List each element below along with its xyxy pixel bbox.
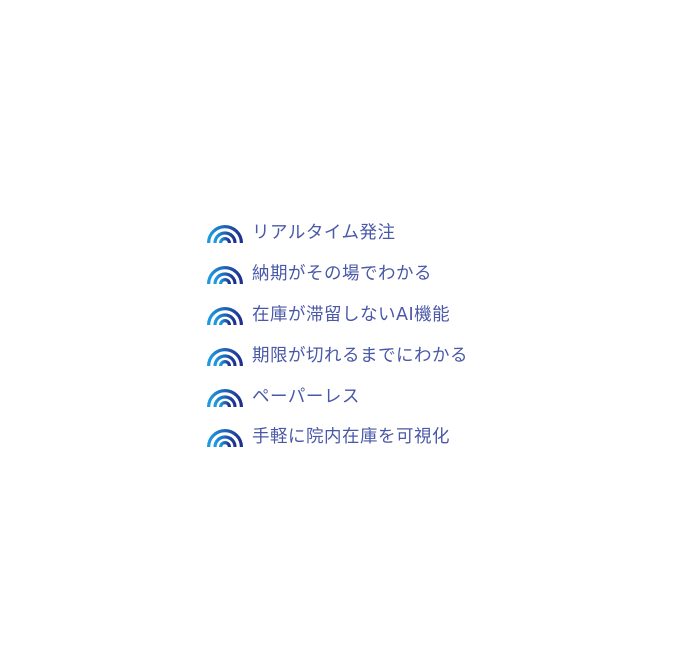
feature-item: 手軽に院内在庫を可視化: [206, 421, 468, 462]
feature-item: 在庫が滞留しないAI機能: [206, 299, 468, 340]
arc-icon: [207, 347, 243, 366]
feature-item: ペーパーレス: [206, 380, 468, 421]
arc-icon: [207, 388, 243, 407]
feature-label: リアルタイム発注: [252, 223, 396, 244]
arc-icon: [207, 429, 243, 448]
arc-icon: [207, 225, 243, 244]
arc-icon: [207, 306, 243, 325]
feature-label: ペーパーレス: [252, 386, 360, 407]
feature-item: リアルタイム発注: [206, 217, 468, 258]
feature-label: 納期がその場でわかる: [252, 264, 432, 285]
feature-label: 期限が切れるまでにわかる: [252, 345, 468, 366]
feature-item: 期限が切れるまでにわかる: [206, 339, 468, 380]
feature-label: 在庫が滞留しないAI機能: [252, 304, 451, 325]
feature-item: 納期がその場でわかる: [206, 258, 468, 299]
feature-label: 手軽に院内在庫を可視化: [252, 427, 450, 448]
feature-list: リアルタイム発注 納期がその場でわかる 在庫が滞留しないAI機能 期限が切れるま…: [206, 217, 468, 462]
arc-icon: [207, 266, 243, 285]
